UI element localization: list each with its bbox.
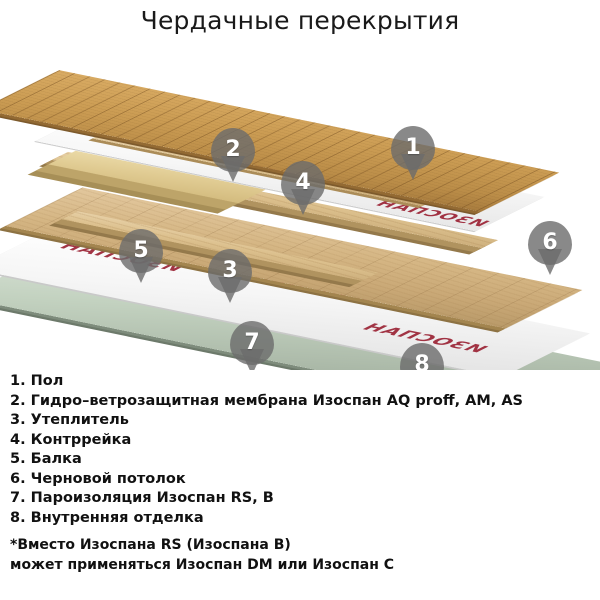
- pin-shape-icon: [230, 321, 274, 365]
- footnote-line-2: может применяться Изоспан DM или Изоспан…: [10, 556, 395, 573]
- legend-item-7: 7. Пароизоляция Изоспан RS, B: [10, 490, 274, 506]
- marker-pin-5[interactable]: 5: [119, 229, 163, 283]
- pin-shape-icon: [391, 126, 435, 170]
- marker-pin-6[interactable]: 6: [528, 221, 572, 275]
- marker-label-6: 6: [542, 229, 558, 255]
- legend-item-3: 3. Утеплитель: [10, 412, 129, 428]
- footnote-line-1: *Вместо Изоспана RS (Изоспана B): [10, 537, 291, 553]
- title-bar: Чердачные перекрытия: [0, 0, 600, 40]
- marker-label-2: 2: [225, 136, 241, 162]
- pin-shape-icon: [208, 249, 252, 293]
- marker-pin-4[interactable]: 4: [281, 161, 325, 215]
- attic-floor-diagram: ИЗОСПАН ИЗОСПАН ИЗОСПАН ИЗОСПАН ИЗОСПАН …: [0, 40, 600, 370]
- legend-item-6: 6. Черновой потолок: [10, 470, 186, 487]
- marker-label-3: 3: [222, 257, 238, 283]
- pin-shape-icon: [528, 221, 572, 265]
- footnote-block: *Вместо Изоспана RS (Изоспана B) может п…: [10, 536, 594, 575]
- marker-label-4: 4: [295, 169, 311, 195]
- legend-item-8: 8. Внутренняя отделка: [10, 509, 204, 526]
- pin-shape-icon: [281, 161, 325, 205]
- marker-pin-3[interactable]: 3: [208, 249, 252, 303]
- legend-item-5: 5. Балка: [10, 451, 82, 467]
- diagram-stage: ИЗОСПАН ИЗОСПАН ИЗОСПАН ИЗОСПАН ИЗОСПАН …: [0, 40, 600, 370]
- legend-item-2: 2. Гидро–ветрозащитная мембрана Изоспан …: [10, 392, 523, 409]
- marker-label-7: 7: [244, 329, 260, 355]
- marker-pin-7[interactable]: 7: [230, 321, 274, 370]
- marker-pin-1[interactable]: 1: [391, 126, 435, 180]
- legend-list: 1. Пол 2. Гидро–ветрозащитная мембрана И…: [10, 372, 594, 528]
- legend-item-4: 4. Контррейка: [10, 431, 132, 448]
- page-title: Чердачные перекрытия: [140, 5, 460, 35]
- legend-item-1: 1. Пол: [10, 373, 64, 389]
- marker-label-1: 1: [405, 134, 421, 160]
- pin-shape-icon: [211, 128, 255, 172]
- marker-label-5: 5: [133, 237, 149, 263]
- marker-pin-2[interactable]: 2: [211, 128, 255, 182]
- marker-label-8: 8: [414, 351, 430, 371]
- pin-shape-icon: [119, 229, 163, 273]
- marker-pin-8[interactable]: 8: [400, 343, 444, 370]
